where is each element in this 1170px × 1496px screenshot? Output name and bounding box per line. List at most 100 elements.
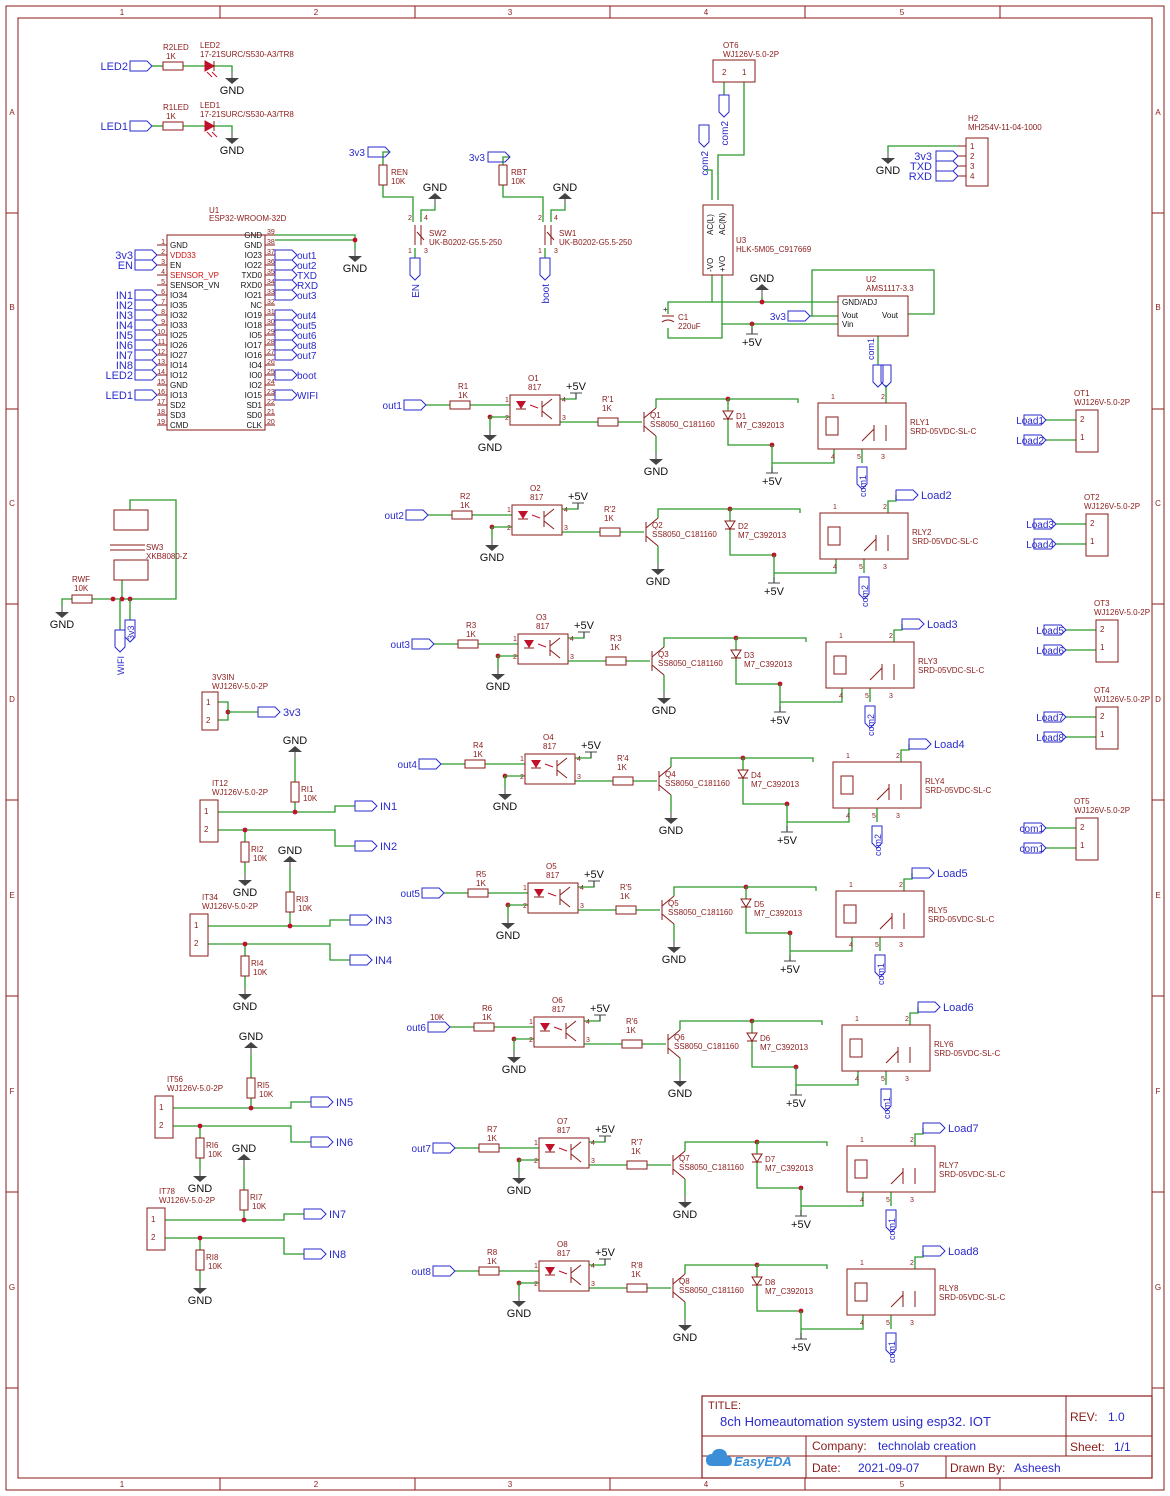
label-text: IO12 bbox=[170, 371, 188, 380]
wire bbox=[61, 598, 72, 606]
label-text: RI2 bbox=[251, 845, 264, 854]
label-text: 2 bbox=[970, 152, 975, 161]
label-text: Q5 bbox=[668, 899, 679, 908]
label-text: D4 bbox=[751, 771, 762, 780]
net-flag bbox=[935, 160, 959, 172]
label-text: 2 bbox=[905, 1016, 909, 1023]
vcc-label: +5V bbox=[581, 740, 602, 752]
gnd-symbol bbox=[664, 818, 678, 824]
label-text: 5 bbox=[161, 279, 165, 286]
esp32-body bbox=[166, 234, 266, 431]
input-connector bbox=[189, 913, 209, 957]
label-text: 2 bbox=[889, 633, 893, 640]
vcc-label: +5V bbox=[590, 1003, 611, 1015]
label-text: 3 bbox=[586, 1037, 590, 1044]
optocoupler-body bbox=[533, 1016, 585, 1048]
label-text: OT3 bbox=[1094, 599, 1110, 608]
label-text: 4 bbox=[586, 1019, 590, 1026]
label-text: 3 bbox=[899, 942, 903, 949]
frame-row-left: D bbox=[9, 695, 15, 704]
label-text: IO5 bbox=[249, 331, 262, 340]
gnd-label: GND bbox=[507, 1185, 532, 1197]
label-text: 1 bbox=[846, 753, 850, 760]
label-text: 4 bbox=[591, 1140, 595, 1147]
frame-row-left: C bbox=[9, 499, 15, 508]
gnd-symbol bbox=[755, 284, 769, 290]
gnd-label: GND bbox=[188, 1295, 213, 1307]
gnd-label: GND bbox=[668, 1088, 693, 1100]
label-text: 27 bbox=[267, 349, 275, 356]
label-text: 1 bbox=[1100, 643, 1105, 652]
label-text: out6 bbox=[297, 331, 317, 342]
wire bbox=[684, 1141, 757, 1151]
label-text: 3 bbox=[564, 525, 568, 532]
label-text: 1 bbox=[860, 1260, 864, 1267]
label-text: 5 bbox=[872, 813, 876, 820]
label-text: 34 bbox=[267, 279, 275, 286]
optocoupler-body bbox=[527, 882, 579, 914]
symbols bbox=[55, 59, 1119, 1356]
wire bbox=[735, 658, 780, 685]
gnd-label: GND bbox=[652, 705, 677, 717]
label-text: 17-21SURC/S530-A3/TR8 bbox=[200, 50, 294, 59]
label-text: 1 bbox=[204, 807, 209, 816]
label-text: com1 bbox=[1020, 844, 1045, 855]
resistor bbox=[195, 1249, 205, 1271]
wire bbox=[887, 495, 897, 513]
label-text: 817 bbox=[543, 742, 557, 751]
label-text: Load1 bbox=[1016, 416, 1044, 427]
resistor bbox=[285, 891, 295, 913]
label-text: IO34 bbox=[170, 291, 188, 300]
gnd-label: GND bbox=[423, 182, 448, 194]
opto-ray bbox=[531, 514, 541, 519]
opto-transistor bbox=[570, 1264, 582, 1274]
label-text: 33 bbox=[267, 289, 275, 296]
label-text: WJ126V-5.0-2P bbox=[212, 682, 268, 691]
frame-col-top: 1 bbox=[120, 8, 125, 17]
label-text: IN8 bbox=[116, 360, 133, 372]
transistor-emitter bbox=[667, 1047, 681, 1059]
net-flag-vertical bbox=[114, 629, 126, 653]
relay-contact bbox=[863, 538, 877, 552]
label-text: com2 bbox=[866, 714, 876, 736]
wire bbox=[790, 937, 853, 952]
relay-contact bbox=[879, 916, 893, 930]
label-text: 22 bbox=[267, 399, 275, 406]
label-text: 10K bbox=[208, 1150, 223, 1159]
wire bbox=[730, 508, 801, 513]
label-text: 21 bbox=[267, 409, 275, 416]
wire bbox=[663, 637, 736, 647]
resistor bbox=[605, 656, 627, 666]
transistor-emitter bbox=[661, 913, 675, 925]
label-text: O6 bbox=[552, 996, 563, 1005]
label-text: RLY5 bbox=[928, 906, 948, 915]
relay-contact bbox=[885, 1050, 899, 1064]
net-label: Load8 bbox=[948, 1246, 979, 1258]
label-text: SRD-05VDC-SL-C bbox=[912, 537, 978, 546]
net-flag bbox=[1043, 624, 1067, 636]
wire bbox=[757, 1264, 828, 1269]
resistor bbox=[621, 1039, 643, 1049]
label-text: 1K bbox=[166, 112, 176, 121]
label-text: 29 bbox=[267, 329, 275, 336]
wire bbox=[893, 624, 903, 642]
label-text: GND bbox=[244, 231, 262, 240]
label-text: TXD bbox=[297, 271, 317, 282]
gnd-symbol bbox=[678, 1202, 692, 1208]
label-text: Vout bbox=[842, 311, 859, 320]
label-text: D5 bbox=[754, 900, 765, 909]
transistor-emitter bbox=[672, 1168, 686, 1180]
opto-transistor bbox=[570, 1276, 582, 1286]
relay-contact bbox=[876, 787, 890, 801]
resistor bbox=[71, 594, 93, 604]
label-text: 9 bbox=[161, 319, 165, 326]
wire bbox=[811, 269, 935, 316]
label-text: 36 bbox=[267, 259, 275, 266]
label-text: U3 bbox=[736, 236, 747, 245]
frame-row-right: E bbox=[1155, 891, 1160, 900]
label-text: Load4 bbox=[1026, 540, 1054, 551]
label-text: 5 bbox=[865, 693, 869, 700]
label-text: Q4 bbox=[665, 770, 676, 779]
label-text: 2 bbox=[507, 525, 511, 532]
label-text: WJ126V-5.0-2P bbox=[723, 50, 779, 59]
